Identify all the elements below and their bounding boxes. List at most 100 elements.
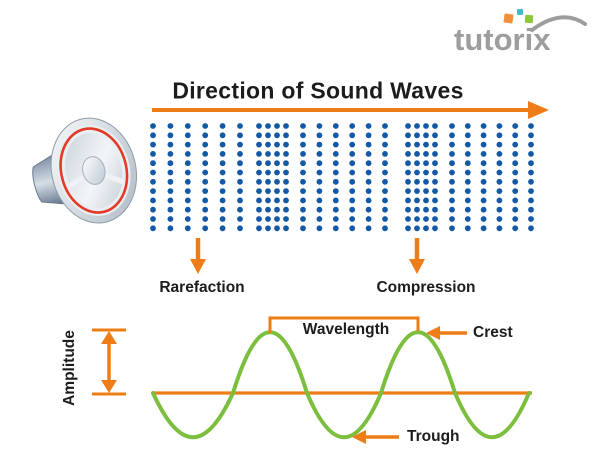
- particle-dot: [332, 197, 339, 204]
- particle-dot: [219, 123, 226, 129]
- particle-dot: [300, 151, 306, 157]
- particle-dot: [382, 178, 388, 185]
- particle-dot: [449, 123, 455, 129]
- particle-dot: [432, 132, 438, 139]
- particle-dot: [414, 160, 420, 167]
- particle-dot: [237, 216, 243, 222]
- particle-dot: [283, 216, 289, 222]
- particle-dot: [283, 123, 289, 129]
- tutorix-logo: tutorix: [452, 6, 592, 64]
- particle-dot: [528, 151, 534, 157]
- particle-dot: [300, 169, 306, 176]
- particle-dot: [167, 141, 174, 148]
- particle-dot: [300, 188, 306, 195]
- air-particle-dots: [150, 123, 534, 232]
- particle-dot: [382, 216, 388, 222]
- particle-dot: [274, 197, 280, 204]
- particle-dot: [202, 151, 209, 157]
- particle-dot: [432, 197, 438, 204]
- particle-dot: [405, 160, 411, 167]
- particle-dot: [423, 151, 429, 157]
- particle-dot: [150, 216, 156, 222]
- particle-dot: [349, 151, 356, 157]
- particle-dot: [496, 132, 503, 139]
- particle-dot: [265, 197, 271, 204]
- particle-dot: [202, 123, 209, 129]
- particle-dot: [405, 169, 411, 176]
- particle-dot: [464, 132, 471, 139]
- particle-dot: [405, 206, 411, 213]
- particle-dot: [283, 132, 289, 139]
- particle-dot: [365, 225, 372, 232]
- particle-dot: [365, 178, 372, 185]
- particle-dot: [256, 123, 262, 129]
- particle-dot: [480, 151, 487, 157]
- sine-wave: [151, 330, 531, 439]
- particle-dot: [265, 123, 271, 129]
- particle-dot: [512, 225, 519, 232]
- particle-dot: [480, 169, 487, 176]
- particle-dot: [274, 132, 280, 139]
- particle-dot: [480, 141, 487, 148]
- particle-dot: [256, 225, 262, 232]
- particle-dot: [382, 141, 388, 148]
- particle-dot: [480, 206, 487, 213]
- particle-dot: [496, 188, 503, 195]
- particle-dot: [167, 151, 174, 157]
- particle-dot: [202, 216, 209, 222]
- particle-dot: [423, 216, 429, 222]
- logo-swoosh: [530, 15, 587, 32]
- trough-arrow: [352, 430, 399, 444]
- particle-dot: [332, 206, 339, 213]
- particle-dot: [274, 178, 280, 185]
- particle-dot: [274, 188, 280, 195]
- particle-dot: [382, 188, 388, 195]
- particle-dot: [528, 225, 534, 232]
- particle-dot: [256, 141, 262, 148]
- particle-dot: [265, 160, 271, 167]
- particle-dot: [167, 169, 174, 176]
- particle-dot: [449, 151, 455, 157]
- particle-dot: [283, 151, 289, 157]
- particle-dot: [219, 169, 226, 176]
- particle-dot: [219, 225, 226, 232]
- particle-dot: [405, 132, 411, 139]
- particle-dot: [480, 160, 487, 167]
- particle-dot: [423, 123, 429, 129]
- particle-dot: [365, 216, 372, 222]
- particle-dot: [256, 216, 262, 222]
- particle-dot: [464, 216, 471, 222]
- particle-dot: [316, 141, 323, 148]
- diagram-title: Direction of Sound Waves: [172, 77, 464, 104]
- particle-dot: [283, 206, 289, 213]
- particle-dot: [274, 216, 280, 222]
- particle-dot: [528, 132, 534, 139]
- particle-dot: [464, 160, 471, 167]
- particle-dot: [283, 160, 289, 167]
- rarefaction-arrow: [190, 238, 206, 274]
- particle-dot: [237, 123, 243, 129]
- particle-dot: [512, 123, 519, 129]
- particle-dot: [150, 188, 156, 195]
- particle-dot: [274, 225, 280, 232]
- particle-dot: [449, 206, 455, 213]
- particle-dot: [365, 141, 372, 148]
- particle-dot: [184, 132, 191, 139]
- particle-dot: [202, 141, 209, 148]
- particle-dot: [184, 206, 191, 213]
- particle-dot: [405, 123, 411, 129]
- particle-dot: [265, 225, 271, 232]
- wavelength-bracket: [268, 316, 420, 333]
- particle-dot: [496, 169, 503, 176]
- particle-dot: [316, 151, 323, 157]
- particle-dot: [300, 178, 306, 185]
- particle-dot: [300, 206, 306, 213]
- particle-dot: [423, 160, 429, 167]
- particle-dot: [512, 188, 519, 195]
- particle-dot: [382, 197, 388, 204]
- particle-dot: [332, 225, 339, 232]
- particle-dot: [449, 197, 455, 204]
- particle-dot: [274, 206, 280, 213]
